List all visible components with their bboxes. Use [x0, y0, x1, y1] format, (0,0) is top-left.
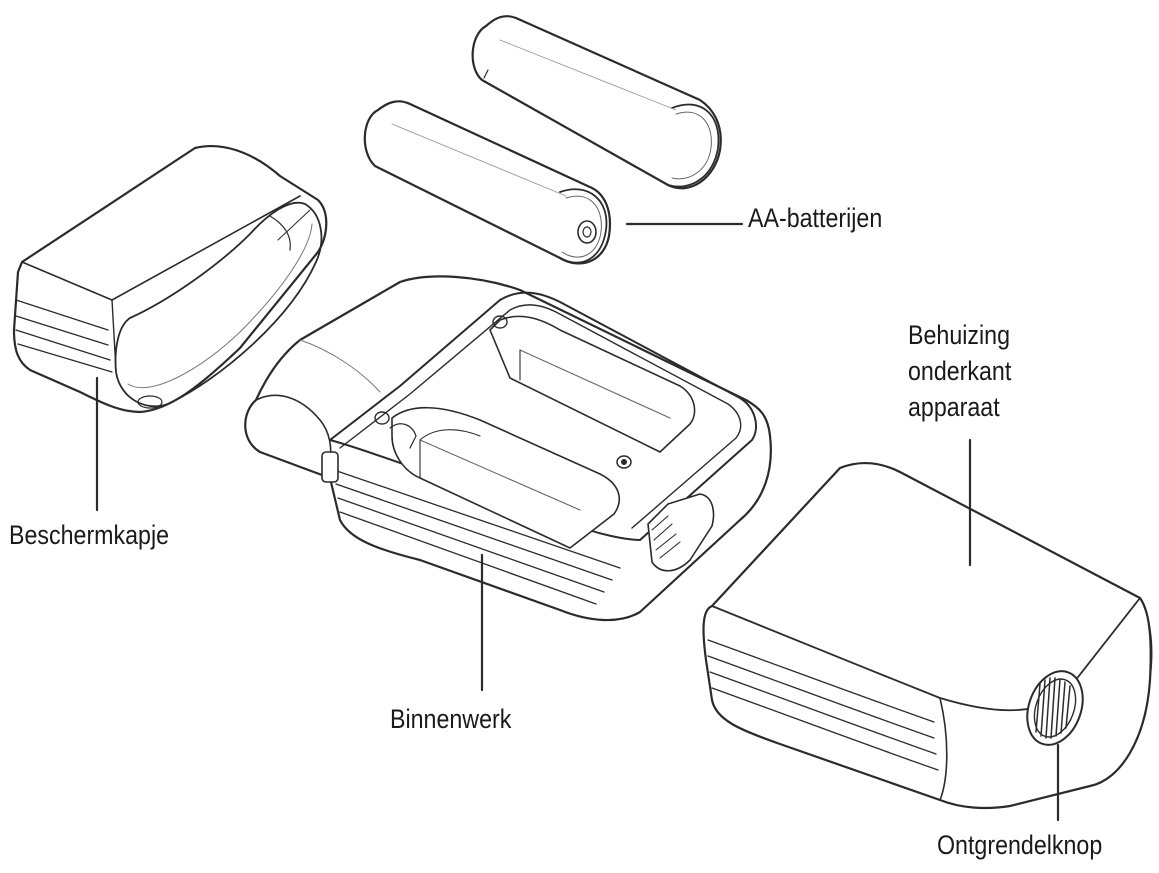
- batteries-label: AA-batterijen: [748, 203, 883, 233]
- housing-label-line-2: onderkant: [908, 356, 1012, 386]
- aa-battery-back: [473, 16, 721, 188]
- housing-bottom: [704, 463, 1152, 808]
- housing-label-line-3: apparaat: [908, 392, 1000, 422]
- internals-label: Binnenwerk: [390, 704, 512, 734]
- housing-label: Behuizing onderkant apparaat: [908, 317, 1011, 425]
- release-button-label: Ontgrendelknop: [937, 830, 1103, 860]
- protective-cap: [14, 146, 326, 412]
- aa-battery-front: [365, 101, 610, 263]
- device-internals: [245, 276, 771, 620]
- protective-cap-label: Beschermkapje: [9, 520, 170, 550]
- housing-label-line-1: Behuizing: [908, 320, 1010, 350]
